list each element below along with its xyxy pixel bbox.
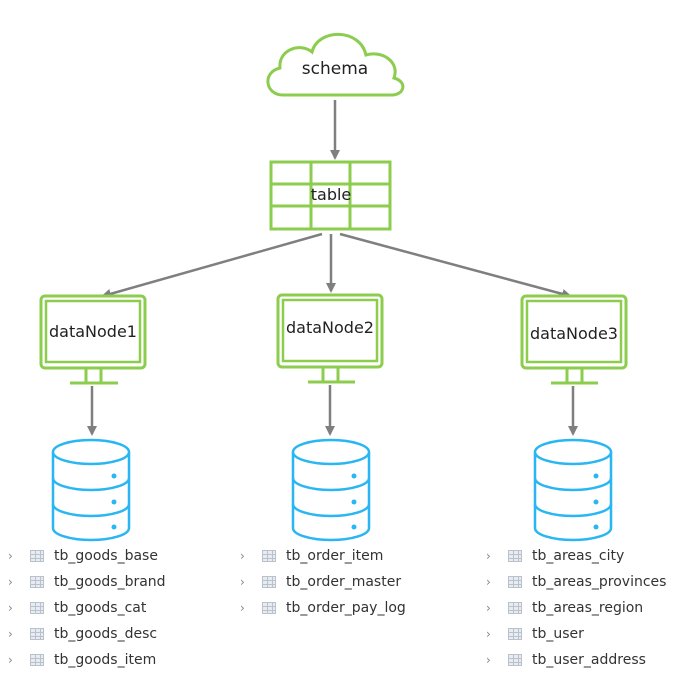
table-name: tb_areas_city	[532, 548, 625, 564]
table-list-node1: › tb_goods_base › tb_goods_brand › tb_goods…	[8, 543, 166, 673]
database-1	[51, 438, 131, 542]
table-icon	[30, 628, 44, 640]
table-icon	[262, 550, 276, 562]
table-name: tb_goods_brand	[54, 574, 166, 590]
table-icon	[262, 602, 276, 614]
chevron-right-icon[interactable]: ›	[8, 549, 13, 563]
chevron-right-icon[interactable]: ›	[240, 575, 245, 589]
table-name: tb_user_address	[532, 652, 646, 668]
arrow-table-node3	[339, 232, 572, 299]
table-grid-icon	[269, 160, 392, 231]
table-name: tb_areas_region	[532, 600, 644, 616]
table-list-node2: › tb_order_item › tb_order_master › tb_orde…	[240, 543, 406, 621]
list-item[interactable]: › tb_areas_region	[486, 595, 666, 621]
table-icon	[30, 654, 44, 666]
database-icon	[533, 438, 613, 542]
schema-cloud: schema	[266, 32, 405, 97]
datanode-3-label: dataNode3	[530, 324, 618, 343]
monitor-icon	[520, 294, 628, 385]
table-icon	[508, 576, 522, 588]
chevron-right-icon[interactable]: ›	[240, 549, 245, 563]
table-icon	[508, 602, 522, 614]
datanode-1	[39, 294, 147, 385]
table-icon	[508, 654, 522, 666]
arrow-table-node1	[101, 232, 323, 299]
list-item[interactable]: › tb_areas_provinces	[486, 569, 666, 595]
table-icon	[508, 628, 522, 640]
table-label: table	[311, 185, 352, 204]
table-name: tb_areas_provinces	[532, 574, 667, 590]
schema-label: schema	[302, 59, 368, 79]
database-icon	[51, 438, 131, 542]
chevron-right-icon[interactable]: ›	[8, 653, 13, 667]
list-item[interactable]: › tb_order_master	[240, 569, 406, 595]
list-item[interactable]: › tb_goods_item	[8, 647, 166, 673]
list-item[interactable]: › tb_areas_city	[486, 543, 666, 569]
table-name: tb_order_item	[286, 548, 384, 564]
table-name: tb_user	[532, 626, 584, 642]
chevron-right-icon[interactable]: ›	[486, 601, 491, 615]
database-3	[533, 438, 613, 542]
chevron-right-icon[interactable]: ›	[8, 601, 13, 615]
table-name: tb_goods_cat	[54, 600, 147, 616]
chevron-right-icon[interactable]: ›	[486, 627, 491, 641]
table-name: tb_goods_desc	[54, 626, 158, 642]
chevron-right-icon[interactable]: ›	[486, 549, 491, 563]
table-name: tb_order_pay_log	[286, 600, 406, 616]
list-item[interactable]: › tb_user	[486, 621, 666, 647]
chevron-right-icon[interactable]: ›	[8, 627, 13, 641]
monitor-icon	[276, 293, 384, 384]
chevron-right-icon[interactable]: ›	[8, 575, 13, 589]
chevron-right-icon[interactable]: ›	[486, 575, 491, 589]
table-name: tb_order_master	[286, 574, 402, 590]
datanode-2	[276, 293, 384, 384]
monitor-icon	[39, 294, 147, 385]
table-name: tb_goods_base	[54, 548, 158, 564]
list-item[interactable]: › tb_order_item	[240, 543, 406, 569]
database-icon	[291, 438, 371, 542]
list-item[interactable]: › tb_goods_base	[8, 543, 166, 569]
chevron-right-icon[interactable]: ›	[240, 601, 245, 615]
table-icon	[30, 550, 44, 562]
table-list-node3: › tb_areas_city › tb_areas_provinces › tb_a…	[486, 543, 666, 673]
list-item[interactable]: › tb_goods_desc	[8, 621, 166, 647]
cloud-icon	[266, 32, 405, 97]
table-icon	[30, 602, 44, 614]
table-node: table	[269, 160, 392, 231]
chevron-right-icon[interactable]: ›	[486, 653, 491, 667]
datanode-2-label: dataNode2	[286, 318, 374, 337]
list-item[interactable]: › tb_goods_brand	[8, 569, 166, 595]
datanode-1-label: dataNode1	[49, 322, 137, 341]
table-name: tb_goods_item	[54, 652, 157, 668]
datanode-3	[520, 294, 628, 385]
list-item[interactable]: › tb_goods_cat	[8, 595, 166, 621]
table-icon	[262, 576, 276, 588]
table-icon	[30, 576, 44, 588]
list-item[interactable]: › tb_order_pay_log	[240, 595, 406, 621]
database-2	[291, 438, 371, 542]
list-item[interactable]: › tb_user_address	[486, 647, 666, 673]
table-icon	[508, 550, 522, 562]
